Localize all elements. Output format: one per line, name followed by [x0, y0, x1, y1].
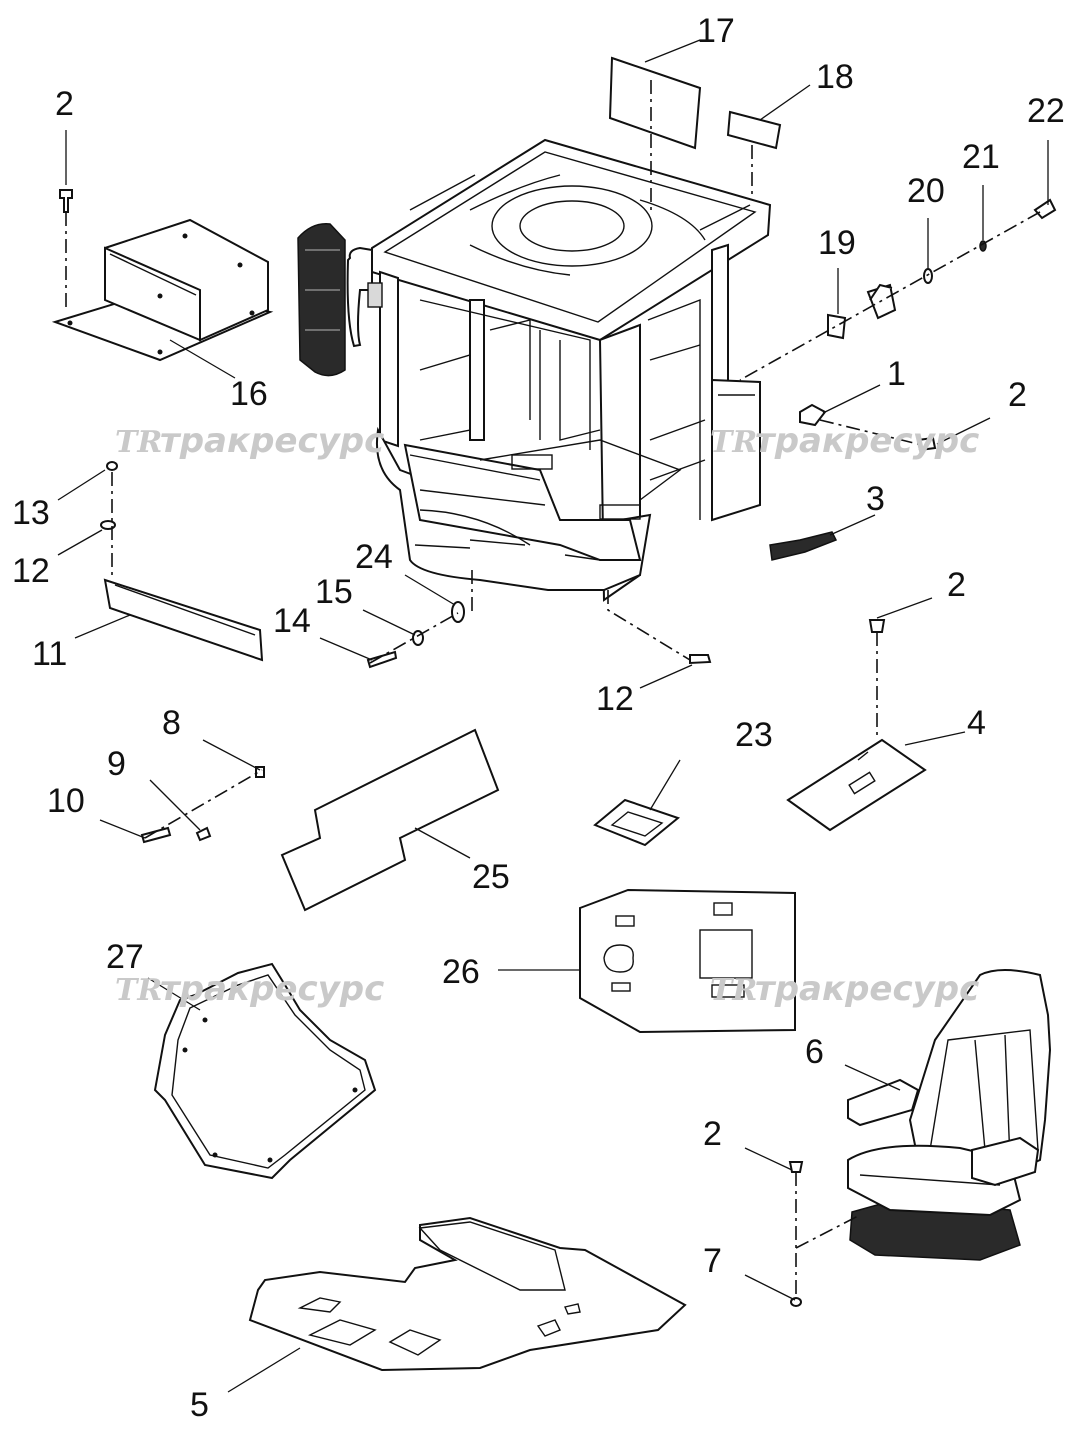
gasket-23: [593, 798, 681, 847]
callout-14: 14: [273, 602, 311, 640]
assembly-lines: [65, 80, 1041, 1298]
callout-12: 12: [596, 680, 634, 718]
callout-6: 6: [805, 1033, 824, 1071]
operator-seat-6: [847, 969, 1052, 1261]
callout-4: 4: [967, 704, 986, 742]
plate-4: [786, 738, 927, 832]
callout-25: 25: [472, 858, 510, 896]
callout-2: 2: [703, 1115, 722, 1153]
watermark: TR тракресурс TR тракресурс TR тракресур…: [115, 421, 979, 1009]
callout-15: 15: [315, 573, 353, 611]
callout-2: 2: [55, 85, 74, 123]
leader-lines: [57, 39, 1049, 1393]
callout-16: 16: [230, 375, 268, 413]
floor-box-16: [51, 218, 274, 362]
watermark-2: TR тракресурс: [710, 421, 979, 461]
svg-text:TR: TR: [115, 973, 162, 1008]
callout-24: 24: [355, 538, 393, 576]
callout-11: 11: [32, 635, 67, 673]
callout-8: 8: [162, 704, 181, 742]
callout-22: 22: [1027, 92, 1065, 130]
callout-3: 3: [866, 480, 885, 518]
svg-text:тракресурс: тракресурс: [755, 969, 979, 1009]
gasket-27: [153, 962, 377, 1180]
callout-1: 1: [887, 355, 906, 393]
svg-text:TR: TR: [115, 425, 162, 460]
callout-13: 13: [12, 494, 50, 532]
callout-19: 19: [818, 224, 856, 262]
watermark-1: TR тракресурс: [115, 421, 384, 461]
callout-9: 9: [107, 745, 126, 783]
callout-12: 12: [12, 552, 50, 590]
mat-25: [280, 728, 500, 912]
callout-27: 27: [106, 938, 144, 976]
panel-26: [579, 888, 796, 1034]
svg-text:TR: TR: [710, 973, 757, 1008]
callout-5: 5: [190, 1386, 209, 1424]
callout-17: 17: [697, 12, 735, 50]
callout-10: 10: [47, 782, 85, 820]
svg-text:тракресурс: тракресурс: [160, 969, 384, 1009]
callout-7: 7: [703, 1242, 722, 1280]
watermark-4: TR тракресурс: [710, 969, 979, 1009]
callout-21: 21: [962, 138, 1000, 176]
floor-mat-5: [248, 1216, 687, 1372]
svg-text:тракресурс: тракресурс: [755, 421, 979, 461]
operator-cab: [371, 138, 772, 602]
callout-2: 2: [947, 566, 966, 604]
callout-23: 23: [735, 716, 773, 754]
svg-text:тракресурс: тракресурс: [160, 421, 384, 461]
callouts: 17 18 2 22 21 20 19 16 1 2 3 13 12 24 15…: [12, 12, 1065, 1424]
callout-2: 2: [1008, 376, 1027, 414]
watermark-3: TR тракресурс: [115, 969, 384, 1009]
callout-20: 20: [907, 172, 945, 210]
callout-26: 26: [442, 953, 480, 991]
svg-text:TR: TR: [710, 425, 757, 460]
handle-assembly: [297, 223, 383, 377]
callout-18: 18: [816, 58, 854, 96]
